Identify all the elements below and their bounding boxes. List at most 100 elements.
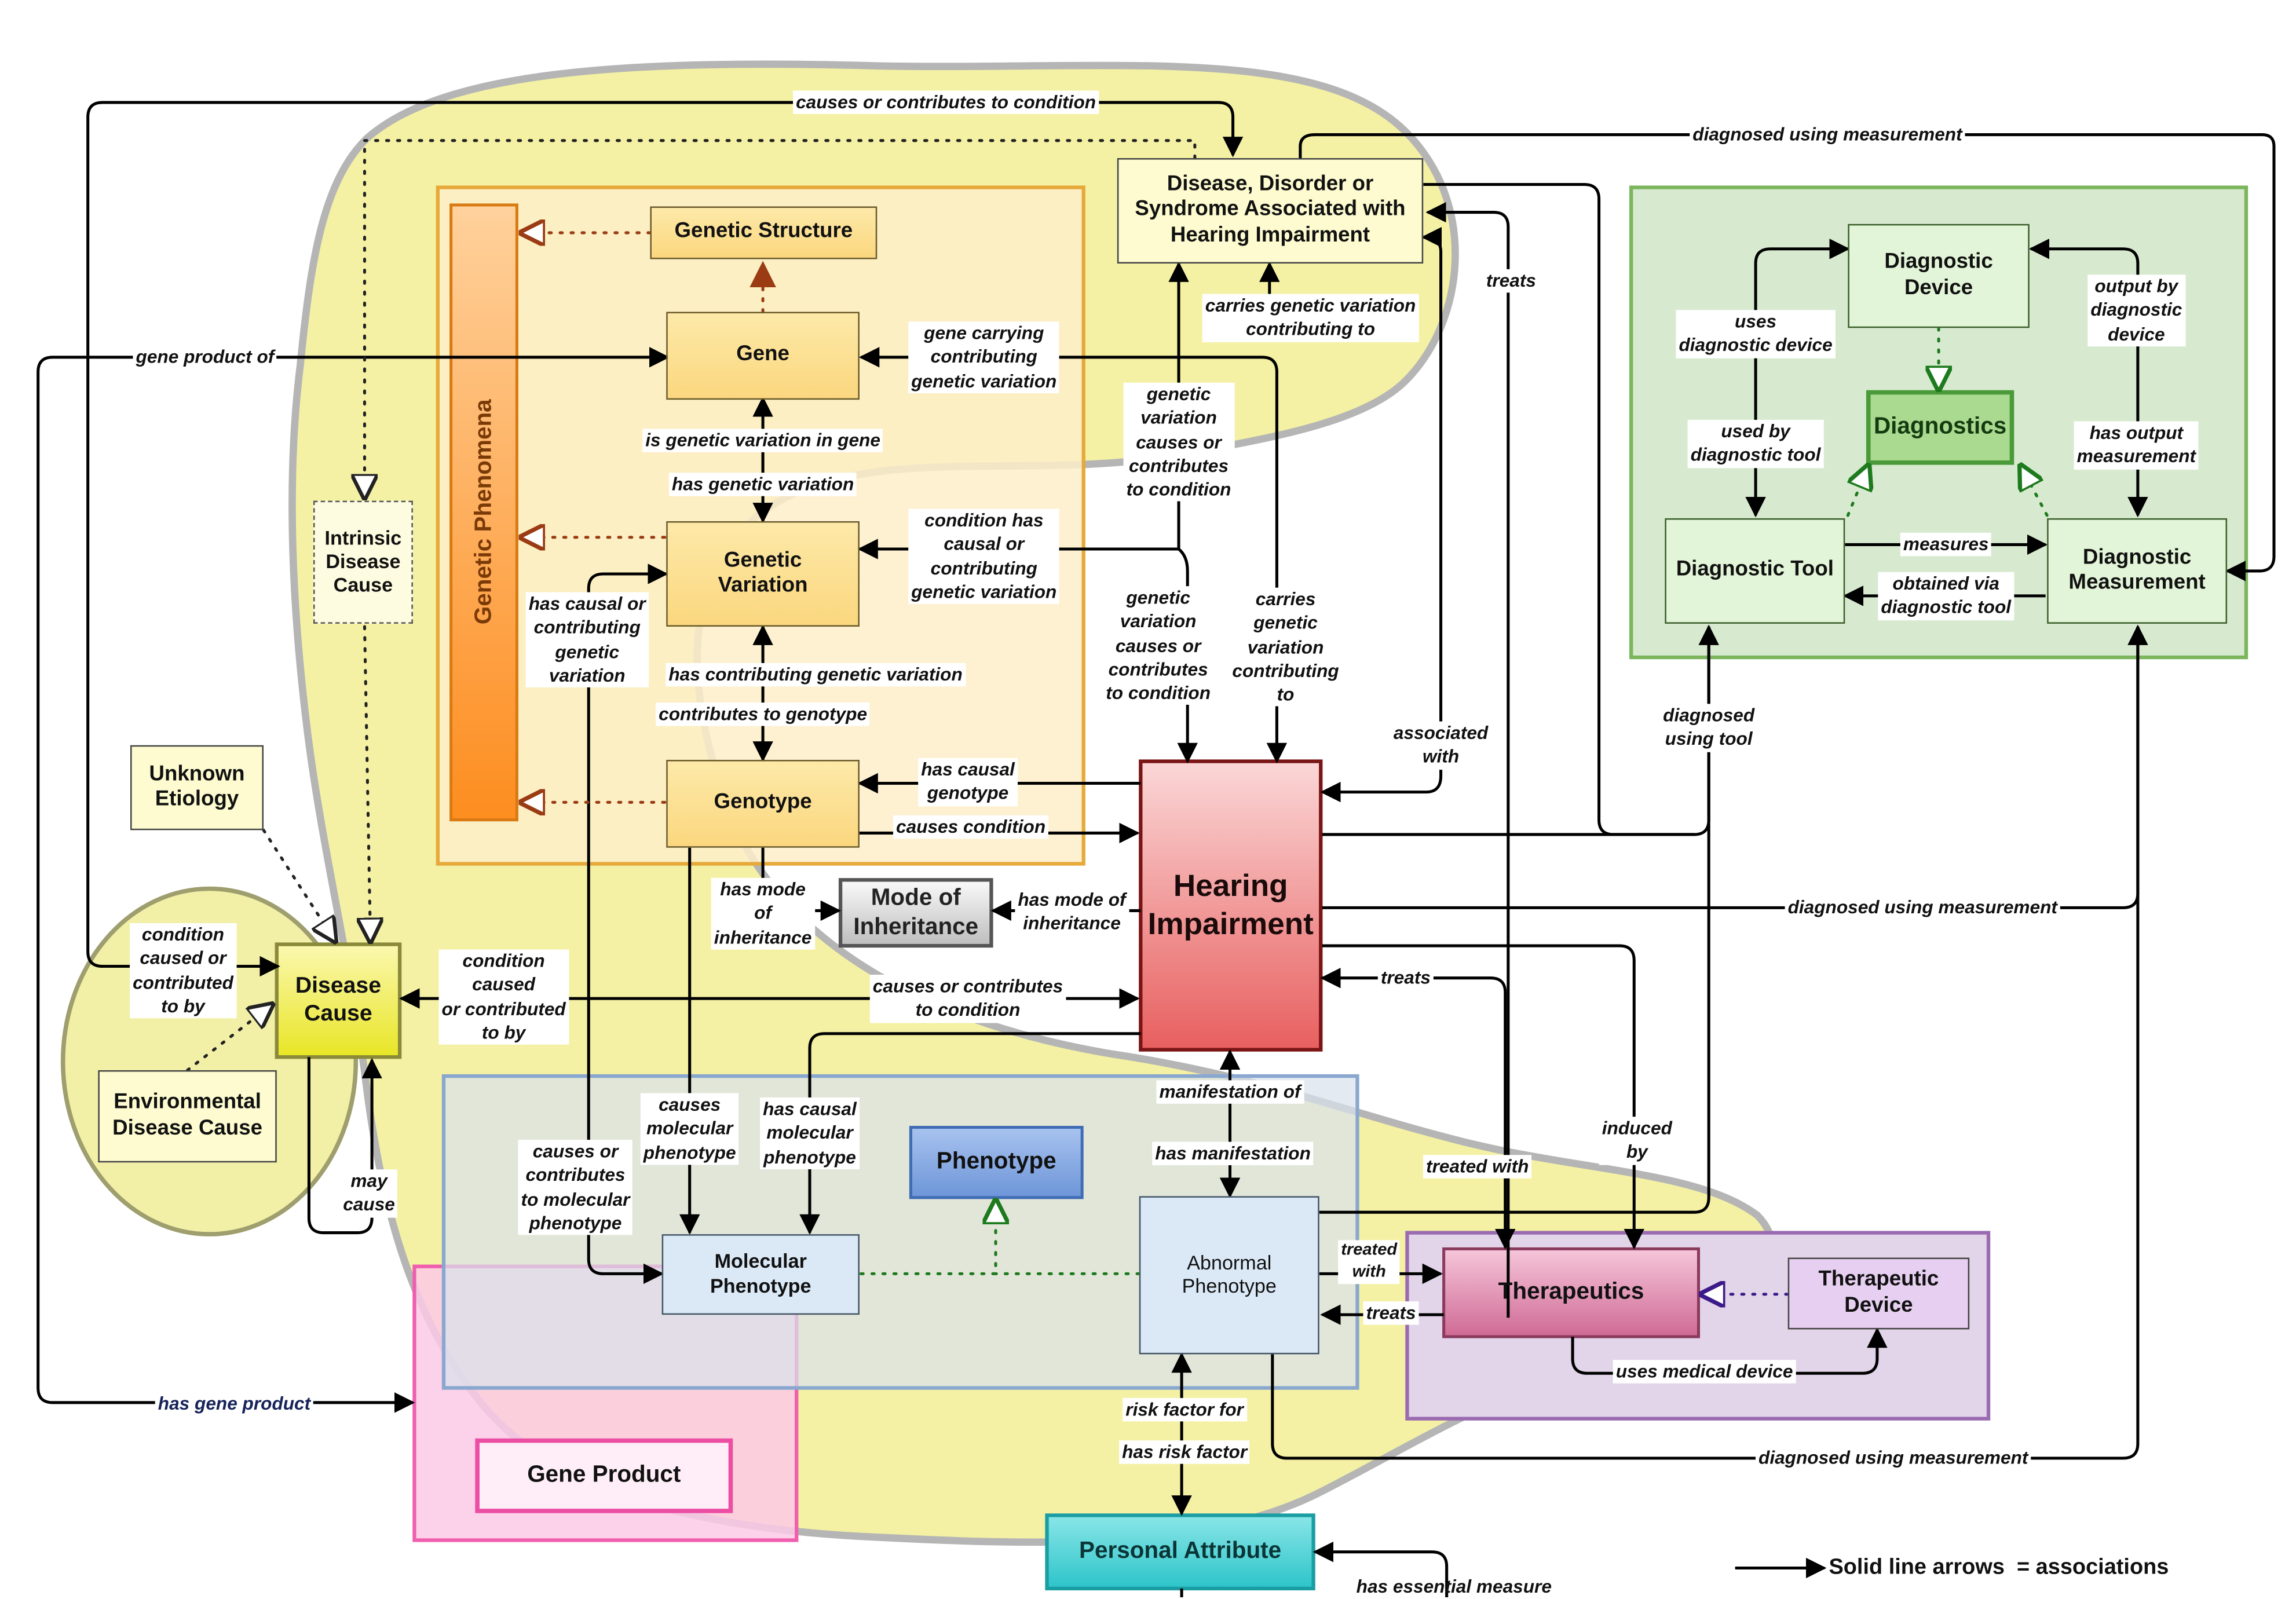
edge-label-condition-caused-left: condition caused or contributed to by	[130, 923, 236, 1019]
diagnostic-device-node[interactable]: Diagnostic Device	[1848, 224, 2030, 328]
edge-label-gene-carrying: gene carrying contributing genetic varia…	[908, 321, 1060, 393]
edge-dotted-intrinsic-dc	[364, 625, 370, 942]
edge-label-is-gv-in-gene: is genetic variation in gene	[642, 429, 883, 453]
edge-label-treats-mid: treats	[1377, 966, 1434, 990]
edge-label-gv-causes-top: genetic variation causes or contributes …	[1123, 382, 1234, 502]
edge-dd-to-tool	[1423, 183, 1719, 836]
edge-label-gv-causes-mid: genetic variation causes or contributes …	[1103, 586, 1214, 705]
edge-treats-mid	[1320, 968, 1516, 1250]
edge-label-diagnosed-top: diagnosed using measurement	[1690, 123, 1965, 147]
genetic-phenomena-label: Genetic Phenomena	[471, 400, 496, 625]
gene-product-box	[475, 1438, 733, 1513]
edge-label-causal-molecular: has causal molecular phenotype	[760, 1097, 860, 1169]
edge-label-diagnosed-mid: diagnosed using measurement	[1785, 895, 2060, 920]
genotype-node[interactable]: Genotype	[666, 760, 860, 848]
edge-label-causal-genotype: has causal genotype	[918, 758, 1018, 806]
edge-label-treats-lower: treats	[1363, 1301, 1419, 1326]
edge-label-moi-left: has mode of inheritance	[711, 877, 815, 950]
edge-label-carries-mid: carries genetic variation contributing t…	[1229, 587, 1342, 707]
edge-label-moi-right: has mode of inheritance	[1015, 888, 1129, 936]
therapeutics-node[interactable]: Therapeutics	[1498, 1280, 1644, 1305]
edge-label-has-causal-contributing: has causal or contributing genetic varia…	[525, 592, 649, 687]
edge-dotted-unknown-dc	[262, 828, 335, 941]
edge-gv-causes-mid	[1177, 548, 1198, 764]
environmental-disease-cause-node[interactable]: Environmental Disease Cause	[98, 1070, 277, 1163]
edge-uses-device	[1745, 239, 1850, 518]
phenotype-node[interactable]: Phenotype	[936, 1150, 1056, 1175]
edge-ap-to-tool	[1319, 626, 1710, 1214]
edge-label-associated-with: associated with	[1390, 721, 1491, 769]
edge-causal-molecular	[799, 1032, 1141, 1235]
edge-label-carries-top: carries genetic variation contributing t…	[1202, 294, 1419, 342]
abnormal-phenotype-node[interactable]: Abnormal Phenotype	[1139, 1196, 1319, 1355]
diagnostic-measurement-node[interactable]: Diagnostic Measurement	[2047, 518, 2228, 624]
edge-label-treats-top: treats	[1483, 269, 1539, 293]
edge-label-manifestation-of: manifestation of	[1156, 1080, 1304, 1104]
hearing-impairment-node[interactable]: Hearing Impairment	[1147, 870, 1314, 941]
gene-node[interactable]: Gene	[666, 312, 860, 400]
disease-cause-node[interactable]: Disease Cause	[295, 973, 382, 1026]
diagnostic-tool-node[interactable]: Diagnostic Tool	[1665, 518, 1845, 624]
genetic-structure-node[interactable]: Genetic Structure	[650, 206, 878, 259]
edge-label-causes-contrib-molecular: causes or contributes to molecular pheno…	[518, 1140, 633, 1235]
edge-label-contributes-genotype: contributes to genotype	[656, 702, 871, 727]
edge-label-has-output: has output measurement	[2074, 421, 2199, 469]
mode-of-inheritance-node[interactable]: Mode of Inheritance	[853, 886, 979, 939]
edge-label-may-cause: may cause	[340, 1169, 398, 1217]
edge-label-essential-measure: has essential measure	[1356, 1576, 1552, 1597]
edge-treats-top	[1425, 202, 1510, 1318]
edge-gene-carrying	[858, 347, 1288, 764]
edge-dotted-meas-diag	[2021, 466, 2049, 517]
edge-diagnosed-top	[1299, 133, 2276, 581]
edge-label-diagnosed-bottom: diagnosed using measurement	[1755, 1446, 2031, 1470]
edge-may-cause	[307, 1057, 382, 1235]
edge-label-uses-medical-device: uses medical device	[1613, 1360, 1796, 1384]
edge-label-condition-caused-mid: condition caused or contributed to by	[438, 949, 569, 1045]
edge-label-gene-product-of: gene product of	[133, 345, 277, 369]
edge-label-causes-condition: causes condition	[893, 815, 1049, 839]
diagnostics-node[interactable]: Diagnostics	[1873, 415, 2007, 440]
edge-causes-top	[86, 101, 1244, 977]
edge-output-device	[2028, 239, 2148, 518]
edge-associated-with	[1320, 226, 1443, 803]
diagnostics-box	[1866, 390, 2015, 465]
edge-label-has-risk-factor: has risk factor	[1119, 1440, 1251, 1465]
legend-text: Solid line arrows = associations	[1829, 1554, 2169, 1580]
therapeutics-box	[1442, 1247, 1701, 1338]
edge-essential-measure	[1312, 1541, 1449, 1598]
phenotype-box	[909, 1126, 1084, 1199]
genetic-variation-node[interactable]: Genetic Variation	[666, 521, 860, 627]
edge-label-obtained-via: obtained via diagnostic tool	[1878, 572, 2015, 620]
edge-label-condition-has-causal: condition has causal or contributing gen…	[908, 508, 1060, 604]
genetic-phenomena-node[interactable]: Genetic Phenomena	[451, 205, 517, 820]
edge-label-uses-device: uses diagnostic device	[1676, 310, 1836, 358]
edge-induced-by	[1322, 944, 1644, 1250]
edge-label-causes-molecular: causes molecular phenotype	[640, 1093, 739, 1165]
edge-label-treated-with-lower: treated with	[1338, 1240, 1401, 1284]
edge-label-measures: measures	[1900, 532, 1992, 557]
gene-product-node[interactable]: Gene Product	[527, 1463, 681, 1488]
edge-label-has-gv: has genetic variation	[668, 473, 857, 497]
edge-label-risk-factor-for: risk factor for	[1123, 1397, 1247, 1422]
edge-label-has-gene-product: has gene product	[155, 1392, 314, 1416]
edge-dotted-tool-diag	[1846, 466, 1868, 517]
edge-label-diagnosed-tool: diagnosed using tool	[1660, 704, 1758, 752]
edge-has-causal-variation	[587, 564, 668, 1285]
disease-disorder-node[interactable]: Disease, Disorder or Syndrome Associated…	[1117, 158, 1424, 264]
edge-label-causes-top: causes or contributes to condition	[793, 90, 1099, 115]
edge-label-used-by-tool: used by diagnostic tool	[1687, 419, 1824, 468]
therapeutic-device-node[interactable]: Therapeutic Device	[1787, 1257, 1970, 1330]
edge-label-output-device: output by diagnostic device	[2087, 275, 2185, 346]
edge-label-treated-with-upper: treated with	[1423, 1155, 1532, 1179]
edge-label-has-manifestation: has manifestation	[1152, 1141, 1314, 1166]
edge-label-has-contributing-gv: has contributing genetic variation	[666, 663, 966, 687]
edge-dotted-env-dc	[186, 1004, 273, 1072]
unknown-etiology-node[interactable]: Unknown Etiology	[130, 745, 264, 830]
molecular-phenotype-node[interactable]: Molecular Phenotype	[661, 1234, 860, 1315]
intrinsic-disease-cause-node[interactable]: Intrinsic Disease Cause	[313, 500, 413, 624]
personal-attribute-node[interactable]: Personal Attribute	[1079, 1539, 1282, 1564]
edge-diagnosed-bottom	[1271, 626, 2140, 1460]
edge-label-causes-contributes-mid: causes or contributes to condition	[869, 975, 1066, 1023]
edge-gene-product-of	[36, 347, 670, 1413]
